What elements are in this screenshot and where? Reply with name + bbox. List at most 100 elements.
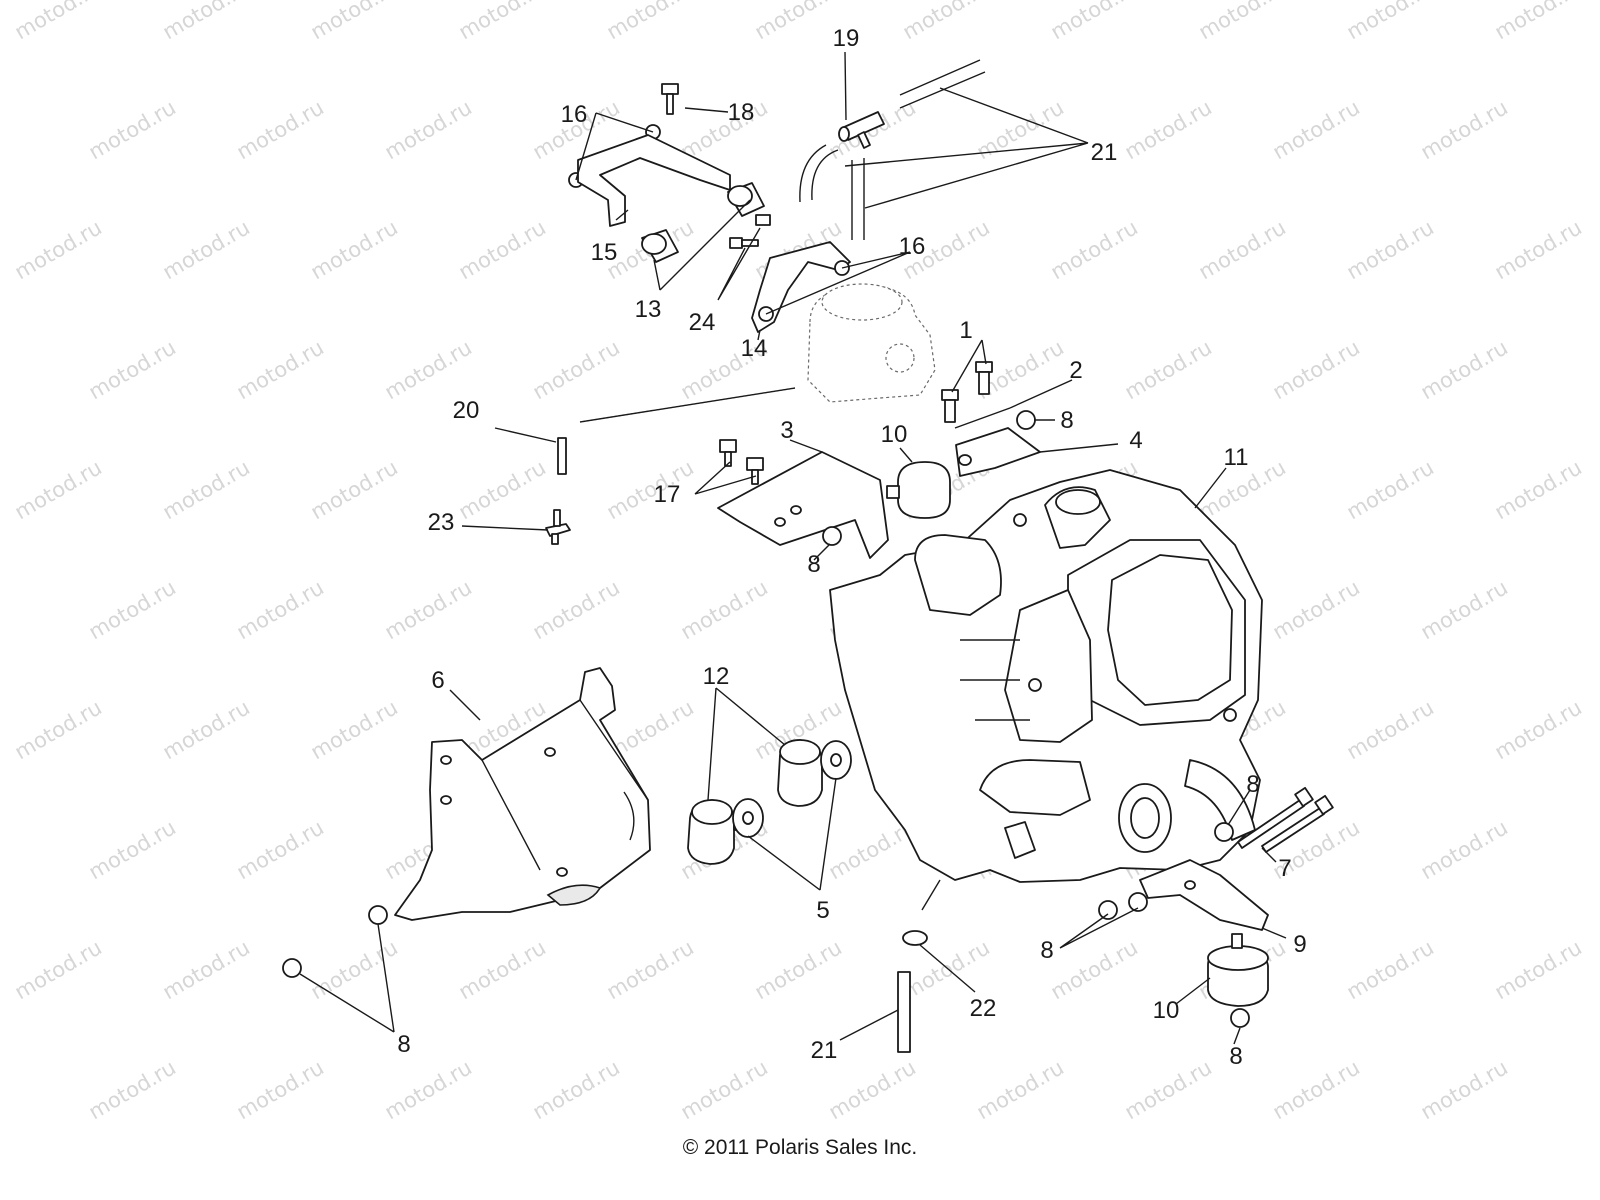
part-9-bracket <box>1139 859 1269 931</box>
watermark-text: motod.ru <box>677 95 772 164</box>
watermark-text: motod.ru <box>1047 0 1142 44</box>
watermark-text: motod.ru <box>233 95 328 164</box>
watermark-text: motod.ru <box>603 935 698 1004</box>
callout-6: 6 <box>431 667 444 694</box>
watermark-text: motod.ru <box>1343 935 1438 1004</box>
watermark-text: motod.ru <box>159 455 254 524</box>
callout-18: 18 <box>728 99 755 126</box>
callout-17: 17 <box>654 481 681 508</box>
watermark-text: motod.ru <box>1491 455 1586 524</box>
watermark-text: motod.ru <box>159 215 254 284</box>
part-8-nuts-d <box>1098 892 1148 920</box>
callout-21-lower: 21 <box>811 1037 838 1064</box>
watermark-text: motod.ru <box>159 0 254 44</box>
watermark-text: motod.ru <box>233 575 328 644</box>
part-4-bracket <box>955 427 1041 477</box>
callout-8-d: 8 <box>1040 937 1053 964</box>
callout-2: 2 <box>1069 357 1082 384</box>
part-3-bracket <box>717 451 889 559</box>
callout-15: 15 <box>591 239 618 266</box>
callout-4: 4 <box>1129 427 1142 454</box>
watermark-text: motod.ru <box>1417 575 1512 644</box>
watermark-text: motod.ru <box>1343 455 1438 524</box>
watermark-text: motod.ru <box>11 695 106 764</box>
watermark-text: motod.ru <box>455 935 550 1004</box>
watermark-text: motod.ru <box>603 455 698 524</box>
part-17-bolts <box>719 439 764 485</box>
watermark-text: motod.ru <box>1417 1055 1512 1124</box>
watermark-text: motod.ru <box>1417 95 1512 164</box>
watermark-text: motod.ru <box>529 575 624 644</box>
watermark-text: motod.ru <box>159 695 254 764</box>
watermark-text: motod.ru <box>307 455 402 524</box>
part-19-tee-fitting <box>838 111 885 149</box>
callout-20: 20 <box>453 397 480 424</box>
copyright-text: © 2011 Polaris Sales Inc. <box>683 1136 918 1159</box>
watermark-text: motod.ru <box>1121 335 1216 404</box>
watermark-text: motod.ru <box>1195 0 1290 44</box>
part-20-pin <box>557 387 796 475</box>
part-18-bolt <box>661 83 679 115</box>
callout-8-b: 8 <box>807 551 820 578</box>
watermark-text: motod.ru <box>825 1055 920 1124</box>
callout-8-e: 8 <box>1229 1043 1242 1070</box>
callout-10-upper: 10 <box>881 421 908 448</box>
callout-22: 22 <box>970 995 997 1022</box>
callout-13: 13 <box>635 296 662 323</box>
watermark-text: motod.ru <box>1491 935 1586 1004</box>
watermark-text: motod.ru <box>1343 215 1438 284</box>
part-8-nuts-f <box>282 905 388 978</box>
callout-8-c: 8 <box>1246 771 1259 798</box>
watermark-text: motod.ru <box>603 0 698 44</box>
part-8-nut-e <box>1230 1008 1250 1028</box>
callout-8-f: 8 <box>397 1031 410 1058</box>
watermark-text: motod.ru <box>85 1055 180 1124</box>
callout-7: 7 <box>1278 855 1291 882</box>
watermark-text: motod.ru <box>85 815 180 884</box>
watermark-text: motod.ru <box>11 215 106 284</box>
part-5-washers <box>732 740 852 838</box>
watermark-text: motod.ru <box>1343 695 1438 764</box>
part-22-clamp <box>902 879 941 946</box>
watermark-text: motod.ru <box>159 935 254 1004</box>
watermark-text: motod.ru <box>529 1055 624 1124</box>
throttle-body <box>807 283 936 403</box>
watermark-text: motod.ru <box>455 215 550 284</box>
callout-11: 11 <box>1224 444 1249 471</box>
callout-5: 5 <box>816 897 829 924</box>
watermark-text: motod.ru <box>307 935 402 1004</box>
part-21-hose-lower <box>897 971 911 1053</box>
callout-21-upper: 21 <box>1091 139 1118 166</box>
part-8-nut-b <box>822 526 842 546</box>
watermark-text: motod.ru <box>85 95 180 164</box>
watermark-text: motod.ru <box>1047 935 1142 1004</box>
watermark-text: motod.ru <box>85 575 180 644</box>
part-21-hose-upper <box>799 59 986 240</box>
watermark-text: motod.ru <box>1491 695 1586 764</box>
part-12-rubber-mounts <box>687 739 833 865</box>
watermark-text: motod.ru <box>233 1055 328 1124</box>
watermark-text: motod.ru <box>1343 0 1438 44</box>
watermark-text: motod.ru <box>1195 215 1290 284</box>
watermark-text: motod.ru <box>1047 215 1142 284</box>
watermark-text: motod.ru <box>455 455 550 524</box>
callout-9: 9 <box>1293 931 1306 958</box>
watermark-text: motod.ru <box>455 0 550 44</box>
watermark-text: motod.ru <box>233 335 328 404</box>
part-1-bolts <box>941 361 993 423</box>
watermark-text: motod.ru <box>1491 215 1586 284</box>
callout-1: 1 <box>959 317 972 344</box>
leader-lines <box>299 51 1287 1045</box>
watermark-text: motod.ru <box>1269 1055 1364 1124</box>
watermark-text: motod.ru <box>1417 815 1512 884</box>
part-10-mount-upper <box>886 461 951 519</box>
watermark-text: motod.ru <box>1417 335 1512 404</box>
watermark-text: motod.ru <box>1269 575 1364 644</box>
watermark-text: motod.ru <box>1491 0 1586 44</box>
callout-16-upper: 16 <box>561 101 588 128</box>
callout-3: 3 <box>780 417 793 444</box>
watermark-text: motod.ru <box>307 215 402 284</box>
watermark-layer: motod.ru motod.ru motod.ru motod.ru motod.ru… <box>11 0 1586 1124</box>
